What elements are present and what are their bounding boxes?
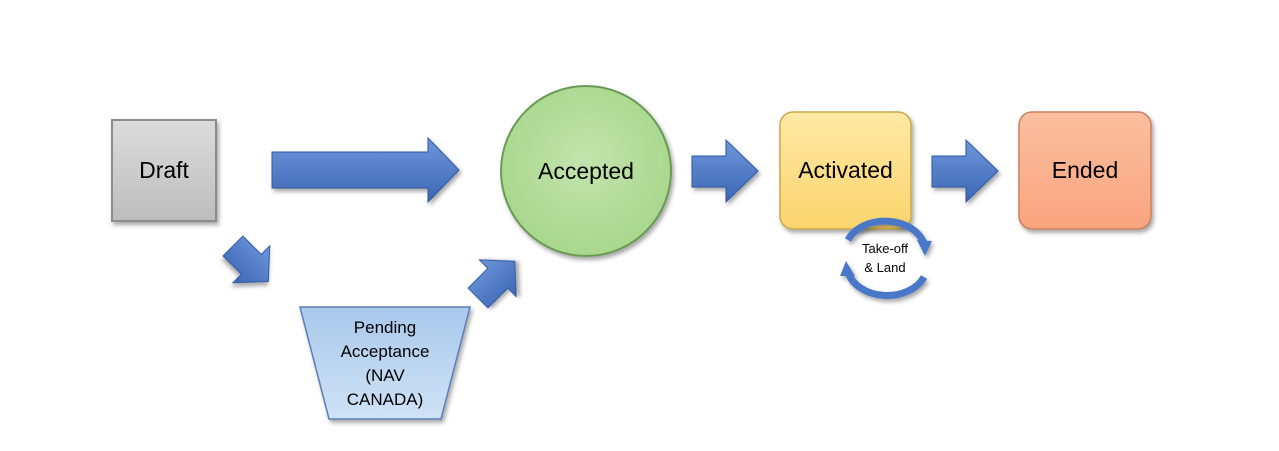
activated-state-box (779, 111, 912, 230)
pending-acceptance-label: Pending Acceptance (NAV CANADA) (315, 314, 455, 414)
arrow-draft-to-pending (222, 235, 271, 284)
cycle-line-2: & Land (864, 260, 906, 275)
activated-state-label: Activated (798, 157, 893, 183)
arrow-accepted-to-activated (691, 138, 759, 204)
draft-state-box (111, 119, 217, 222)
takeoff-land-cycle-icon (840, 217, 932, 299)
pending-line-1: Pending (353, 318, 417, 337)
ended-state-label: Ended (1051, 157, 1119, 183)
pending-line-3: (NAV (365, 366, 405, 385)
pending-line-4: CANADA) (346, 390, 424, 409)
takeoff-land-label: Take-off & Land (843, 238, 927, 278)
pending-line-2: Acceptance (340, 342, 430, 361)
accepted-state-label: Accepted (538, 157, 634, 184)
ended-state-box (1018, 111, 1152, 230)
arrow-draft-to-accepted (271, 136, 460, 204)
arrow-pending-to-accepted (467, 259, 517, 309)
cycle-line-1: Take-off (861, 241, 908, 256)
accepted-state-circle (500, 85, 672, 257)
arrow-activated-to-ended (931, 138, 999, 204)
draft-state-label: Draft (139, 157, 189, 183)
pending-acceptance-shape (299, 306, 471, 420)
